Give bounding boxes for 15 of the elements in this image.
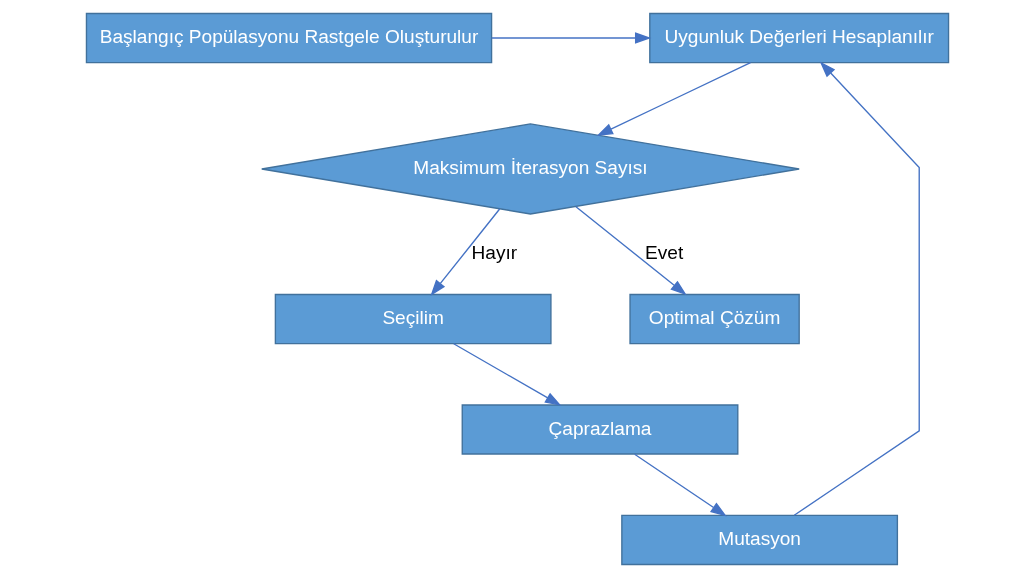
arrow	[453, 343, 562, 406]
node-box: Çaprazlama	[461, 404, 739, 455]
edge-label: Hayır	[471, 242, 518, 264]
node-box: Mutasyon	[621, 514, 899, 566]
edge-label: Evet	[645, 242, 684, 264]
arrow	[575, 206, 687, 296]
node-box: Seçilim	[274, 293, 552, 345]
arrow	[634, 453, 727, 517]
arrow	[793, 61, 920, 516]
node-box: Uygunluk Değerleri Hesaplanılır	[649, 12, 950, 64]
node-box: Başlangıç Popülasyonu Rastgele Oluşturulur	[85, 12, 493, 64]
arrow	[596, 61, 752, 137]
node-box: Optimal Çözüm	[629, 293, 800, 345]
arrow	[430, 208, 501, 296]
arrow	[491, 32, 652, 44]
